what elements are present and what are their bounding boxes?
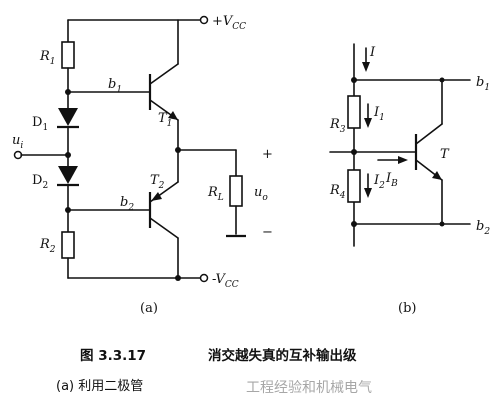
resistor-r1 [61, 41, 75, 69]
vcc-pos-label: +VCC [212, 14, 246, 32]
caption: 图 3.3.17 消交越失真的互补输出级 (a) 利用二极管 工程经验和机械电气 [56, 347, 372, 396]
transistor-t1 [148, 19, 179, 151]
circuit-a: +VCC R1 D1 D2 R2 -VCC ui b1 [12, 14, 273, 316]
t1-label: T1 [158, 111, 172, 129]
resistor-r3 [347, 95, 361, 129]
r4-label: R4 [329, 183, 346, 201]
b1b-label: b1 [476, 75, 490, 93]
uo-label: uo [254, 185, 268, 203]
circuit-a-label: (a) [140, 301, 158, 316]
i-label: I [369, 45, 376, 60]
d2-label: D2 [32, 173, 48, 191]
vcc-neg-label: -VCC [212, 272, 239, 290]
resistor-rl [229, 175, 243, 207]
circuit-b: I b1 R3 I1 IB R4 I2 b2 [329, 43, 490, 316]
i2-label: I2 [373, 173, 385, 191]
b2b-label: b2 [476, 219, 490, 237]
transistor-t2 [148, 149, 179, 279]
b2-label: b2 [120, 195, 134, 213]
resistor-r2 [61, 231, 75, 259]
i1-label: I1 [373, 105, 385, 123]
caption-line-2: (a) 利用二极管 [56, 379, 143, 394]
rl-label: RL [207, 185, 224, 203]
r2-label: R2 [39, 237, 56, 255]
circuit-b-label: (b) [398, 301, 416, 316]
d1-label: D1 [32, 115, 48, 133]
watermark: 工程经验和机械电气 [246, 380, 372, 396]
figure-number: 图 3.3.17 [80, 348, 146, 364]
diode-d2 [58, 166, 78, 184]
output-minus: − [262, 225, 273, 240]
t-label: T [440, 147, 450, 162]
r1-label: R1 [39, 49, 56, 67]
ui-label: ui [12, 133, 23, 151]
t2-label: T2 [150, 173, 165, 191]
transistor-t [414, 79, 443, 225]
vcc-neg-terminal [199, 273, 209, 283]
r3-label: R3 [329, 117, 346, 135]
ib-label: IB [385, 171, 398, 189]
b1-label: b1 [108, 77, 122, 95]
output-plus: + [262, 147, 273, 162]
diode-d1 [58, 108, 78, 126]
vcc-pos-terminal [199, 15, 209, 25]
resistor-r4 [347, 169, 361, 203]
figure-title: 消交越失真的互补输出级 [208, 347, 357, 364]
